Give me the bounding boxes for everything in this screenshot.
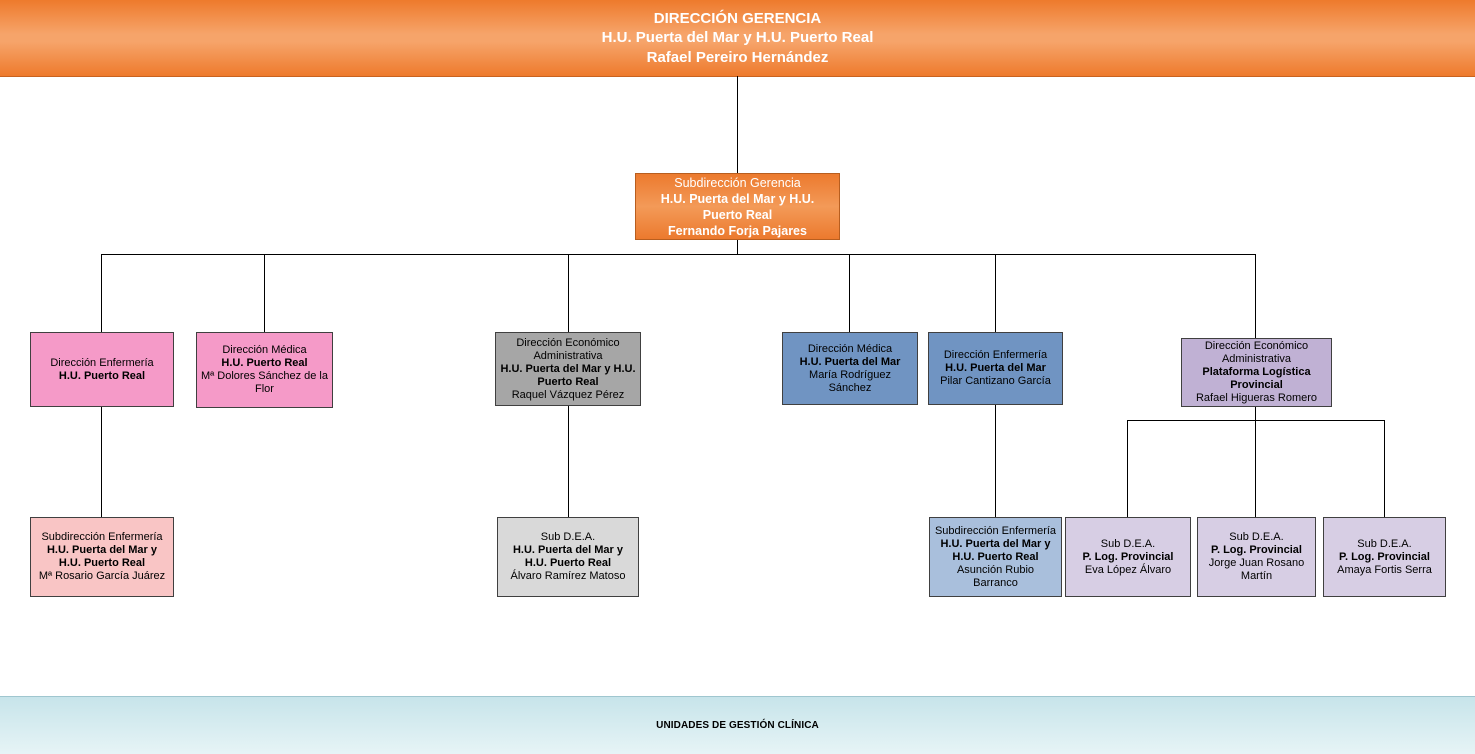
direccion-economico-plataforma-logistica-box: Dirección Económico Administrativa Plata… <box>1181 338 1332 407</box>
direccion-medica-puerto-real-box: Dirección Médica H.U. Puerto Real Mª Dol… <box>196 332 333 408</box>
box-title: Sub D.E.A. <box>1229 531 1284 543</box>
box-person-name: Asunción Rubio Barranco <box>956 563 1035 589</box>
subdireccion-enfermeria-puerto-real-box: Subdirección Enfermería H.U. Puerta del … <box>30 517 174 597</box>
box-org: H.U. Puerta del Mar y H.U. Puerto Real <box>940 537 1051 563</box>
box-person-name: María Rodríguez Sánchez <box>809 368 891 394</box>
box-org: H.U. Puerta del Mar <box>945 362 1046 374</box>
box-org: H.U. Puerta del Mar y H.U. Puerto Real <box>46 544 158 569</box>
subdireccion-enfermeria-puerta-del-mar-box: Subdirección Enfermería H.U. Puerta del … <box>929 517 1062 597</box>
footer-label: UNIDADES DE GESTIÓN CLÍNICA <box>656 720 819 731</box>
box-title: Sub D.E.A. <box>1100 537 1156 550</box>
box-person-name: Raquel Vázquez Pérez <box>511 388 625 401</box>
sub-dea-plog-jorge-box: Sub D.E.A. P. Log. Provincial Jorge Juan… <box>1197 517 1316 597</box>
box-person-name: Amaya Fortis Serra <box>1337 563 1432 576</box>
box-title: Dirección Enfermería <box>943 349 1048 361</box>
box-person-name: Pilar Cantizano García <box>940 375 1051 387</box>
box-org: H.U. Puerto Real <box>221 357 308 369</box>
box-title: Sub D.E.A. <box>1357 537 1412 550</box>
direccion-economico-administrativa-box: Dirección Económico Administrativa H.U. … <box>495 332 641 406</box>
box-org: H.U. Puerta del Mar <box>799 355 901 368</box>
direccion-enfermeria-puerta-del-mar-box: Dirección Enfermería H.U. Puerta del Mar… <box>928 332 1063 405</box>
box-title: Subdirección Gerencia <box>674 175 801 190</box>
box-person-name: Rafael Higueras Romero <box>1195 392 1318 404</box>
box-org: H.U. Puerto Real <box>58 369 146 382</box>
box-org: H.U. Puerta del Mar y H.U. Puerto Real <box>512 544 624 569</box>
box-org: P. Log. Provincial <box>1082 550 1174 563</box>
box-person-name: Fernando Forja Pajares <box>668 223 807 238</box>
sub-dea-plog-amaya-box: Sub D.E.A. P. Log. Provincial Amaya Fort… <box>1323 517 1446 597</box>
direccion-enfermeria-puerto-real-box: Dirección Enfermería H.U. Puerto Real <box>30 332 174 407</box>
direccion-medica-puerta-del-mar-box: Dirección Médica H.U. Puerta del Mar Mar… <box>782 332 918 405</box>
subdireccion-gerencia-box: Subdirección Gerencia H.U. Puerta del Ma… <box>635 173 840 240</box>
box-org: H.U. Puerta del Mar y H.U. Puerto Real <box>660 191 815 222</box>
box-person-name: Álvaro Ramírez Matoso <box>510 570 626 582</box>
header-director-name: Rafael Pereiro Hernández <box>646 48 829 66</box>
box-person-name: Mª Dolores Sánchez de la Flor <box>201 370 328 395</box>
box-person-name: Eva López Álvaro <box>1084 563 1172 576</box>
box-person-name: Jorge Juan Rosano Martín <box>1208 557 1305 582</box>
box-org: Plataforma Logística Provincial <box>1202 366 1311 391</box>
box-org: P. Log. Provincial <box>1211 544 1302 556</box>
sub-dea-plog-eva-box: Sub D.E.A. P. Log. Provincial Eva López … <box>1065 517 1191 597</box>
box-title: Dirección Médica <box>222 344 307 356</box>
box-title: Dirección Enfermería <box>50 356 154 369</box>
unidades-gestion-clinica-banner: UNIDADES DE GESTIÓN CLÍNICA <box>0 696 1475 754</box>
header-title: DIRECCIÓN GERENCIA <box>653 9 822 27</box>
box-title: Dirección Médica <box>807 342 893 355</box>
box-org: H.U. Puerta del Mar y H.U. Puerto Real <box>500 362 636 388</box>
sub-dea-hospitales-box: Sub D.E.A. H.U. Puerta del Mar y H.U. Pu… <box>497 517 639 597</box>
box-title: Subdirección Enfermería <box>934 524 1057 537</box>
box-title: Dirección Económico Administrativa <box>1204 340 1309 365</box>
box-person-name: Mª Rosario García Juárez <box>38 570 166 582</box>
box-title: Dirección Económico Administrativa <box>516 336 620 362</box>
header-org: H.U. Puerta del Mar y H.U. Puerto Real <box>601 29 874 47</box>
box-org: P. Log. Provincial <box>1339 550 1430 563</box>
box-title: Sub D.E.A. <box>540 531 596 543</box>
direccion-gerencia-header: DIRECCIÓN GERENCIA H.U. Puerta del Mar y… <box>0 0 1475 77</box>
box-title: Subdirección Enfermería <box>41 531 163 543</box>
